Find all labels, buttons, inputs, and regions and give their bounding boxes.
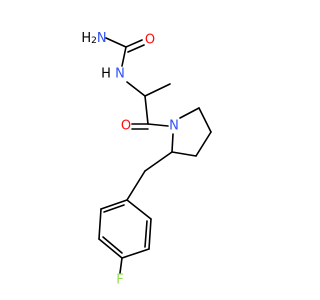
bond-alpha-methyl bbox=[144, 83, 171, 97]
bond-lines bbox=[98, 37, 212, 274]
bond-c2-ch2 bbox=[144, 151, 173, 172]
ring-nitrogen-label: N bbox=[169, 119, 179, 134]
bond-ring-c2-n bbox=[171, 133, 174, 153]
bond-ar-5 bbox=[148, 218, 152, 250]
fluorine-label: F bbox=[116, 273, 123, 288]
bond-urea-c-o-2 bbox=[127, 44, 145, 53]
bond-urea-c-nh2 bbox=[105, 37, 127, 48]
molecule-structure: H2N O N H O N F bbox=[81, 31, 212, 288]
bond-ar-4 bbox=[121, 248, 150, 259]
bond-ring-c5-c4 bbox=[198, 107, 212, 133]
bond-ar-2 bbox=[98, 208, 102, 240]
bond-aryl-f bbox=[119, 257, 123, 274]
bond-ar-5b bbox=[144, 220, 148, 248]
bond-ch2-aryl bbox=[126, 170, 146, 201]
bond-alpha-carbonyl bbox=[144, 95, 149, 125]
bond-ring-c4-c3 bbox=[195, 131, 212, 157]
bond-urea-c-o-1 bbox=[125, 39, 143, 48]
bond-ar-1 bbox=[100, 199, 128, 210]
bond-nh-alpha bbox=[126, 81, 146, 97]
amide-h-label: H bbox=[101, 67, 111, 82]
bond-ring-c3-c2 bbox=[171, 151, 197, 157]
bond-ar-3b bbox=[102, 236, 123, 254]
ketone-oxygen-label: O bbox=[121, 119, 131, 134]
bond-ar-1b bbox=[103, 204, 125, 213]
amide-nh-label: N bbox=[115, 67, 125, 82]
amine-label: H2N bbox=[81, 31, 106, 47]
bond-ar-6 bbox=[126, 199, 152, 220]
bond-ar-3 bbox=[98, 238, 123, 259]
bond-carbonyl-n bbox=[147, 123, 169, 127]
urea-oxygen-label: O bbox=[145, 33, 155, 48]
bond-ring-n-c5 bbox=[179, 107, 200, 119]
bond-urea-c-nh bbox=[121, 46, 127, 67]
atom-labels: H2N O N H O N F bbox=[81, 31, 178, 288]
